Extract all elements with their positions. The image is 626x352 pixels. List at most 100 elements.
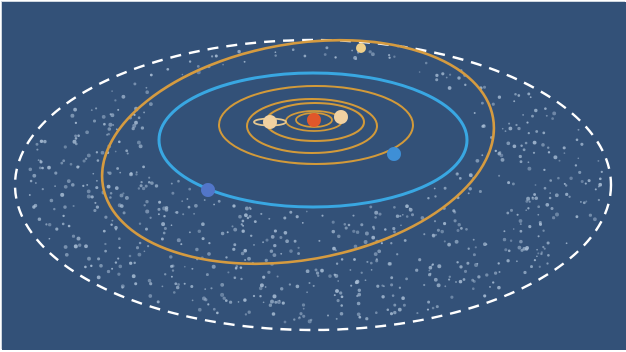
debris-dot — [375, 311, 378, 314]
debris-dot — [29, 179, 33, 183]
debris-dot — [541, 143, 545, 147]
debris-dot — [555, 212, 559, 217]
debris-dot — [408, 207, 413, 212]
debris-dot — [84, 157, 88, 161]
debris-dot — [74, 134, 77, 138]
debris-dot — [524, 141, 528, 145]
debris-dot — [458, 279, 463, 284]
debris-dot — [271, 312, 276, 316]
debris-dot — [63, 145, 67, 149]
debris-dot — [336, 299, 340, 303]
debris-dot — [197, 229, 202, 234]
debris-dot — [246, 216, 250, 220]
debris-dot — [454, 280, 458, 284]
debris-dot — [193, 212, 196, 215]
debris-dot — [403, 239, 407, 242]
debris-dot — [575, 215, 579, 219]
debris-dot — [143, 111, 146, 114]
debris-dot — [393, 55, 396, 58]
debris-dot — [45, 223, 48, 226]
debris-dot — [565, 192, 569, 196]
debris-dot — [320, 268, 324, 273]
debris-dot — [380, 242, 383, 245]
debris-dot — [545, 202, 550, 207]
debris-dot — [170, 182, 173, 185]
debris-dot — [533, 193, 537, 196]
debris-dot — [433, 220, 437, 223]
debris-dot — [140, 126, 145, 130]
debris-dot — [423, 283, 426, 287]
debris-dot — [374, 210, 379, 215]
debris-dot — [597, 198, 601, 202]
debris-dot — [331, 220, 335, 224]
debris-dot — [498, 174, 501, 177]
debris-dot — [393, 230, 396, 234]
debris-dot — [62, 159, 66, 163]
debris-dot — [86, 194, 91, 199]
debris-dot — [393, 206, 396, 209]
debris-dot — [543, 186, 547, 190]
debris-dot — [188, 60, 192, 63]
debris-dot — [241, 229, 245, 233]
debris-dot — [418, 71, 421, 73]
debris-dot — [400, 224, 402, 227]
debris-dot — [116, 167, 119, 170]
debris-dot — [547, 254, 550, 257]
debris-dot — [598, 177, 602, 181]
debris-dot — [371, 52, 375, 57]
debris-dot — [507, 181, 511, 185]
debris-dot — [117, 272, 121, 276]
debris-dot — [247, 256, 251, 261]
debris-dot — [395, 214, 400, 218]
debris-dot — [269, 249, 274, 253]
debris-dot — [565, 242, 568, 245]
debris-dot — [157, 207, 161, 211]
debris-dot — [43, 139, 47, 144]
debris-dot — [162, 231, 166, 235]
debris-dot — [74, 142, 78, 146]
debris-dot — [90, 264, 93, 268]
debris-dot — [339, 311, 344, 316]
debris-dot — [550, 207, 554, 210]
debris-dot — [72, 204, 75, 208]
debris-dot — [141, 186, 146, 191]
debris-dot — [161, 285, 164, 288]
debris-dot — [204, 288, 207, 290]
debris-dot — [125, 149, 129, 153]
debris-dot — [37, 159, 40, 162]
debris-dot — [316, 274, 320, 278]
debris-dot — [537, 252, 540, 255]
debris-dot — [364, 231, 369, 236]
debris-dot — [262, 241, 265, 244]
debris-dot — [401, 296, 405, 300]
debris-dot — [240, 277, 243, 281]
debris-dot — [310, 318, 313, 322]
debris-dot — [431, 263, 434, 266]
debris-dot — [453, 210, 457, 214]
debris-dot — [553, 155, 558, 160]
debris-dot — [183, 265, 186, 268]
debris-dot — [458, 177, 462, 180]
debris-dot — [129, 261, 133, 265]
debris-dot — [518, 154, 522, 159]
debris-dot — [528, 225, 532, 229]
debris-dot — [226, 231, 229, 234]
debris-dot — [134, 120, 138, 125]
debris-dot — [368, 50, 372, 54]
debris-dot — [274, 51, 277, 54]
debris-dot — [186, 198, 189, 200]
debris-dot — [509, 239, 513, 242]
debris-dot — [542, 229, 545, 232]
debris-dot — [534, 196, 538, 200]
debris-dot — [531, 114, 534, 118]
debris-dot — [32, 173, 37, 178]
debris-dot — [532, 151, 536, 154]
debris-dot — [39, 139, 44, 144]
debris-dot — [358, 315, 362, 319]
debris-dot — [131, 274, 136, 279]
debris-dot — [588, 213, 593, 217]
debris-dot — [363, 240, 368, 244]
debris-dot — [161, 222, 166, 227]
